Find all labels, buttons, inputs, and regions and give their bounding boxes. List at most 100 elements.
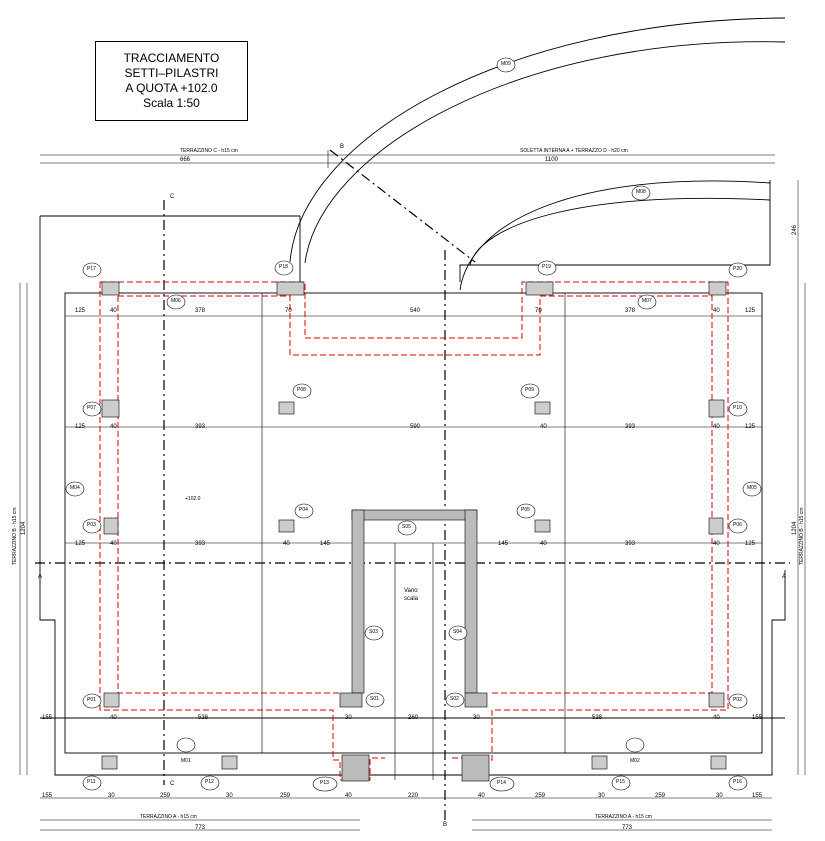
tag-m01: M01 xyxy=(181,758,191,764)
svg-text:259: 259 xyxy=(535,793,546,799)
top-label-right: SOLETTA INTERNA A + TERRAZZO D - h20 cm xyxy=(520,148,628,154)
tag-s01: S01 xyxy=(370,696,379,702)
top-dim-left: 666 xyxy=(180,157,191,163)
pillars xyxy=(101,281,727,770)
terrace-outline xyxy=(39,180,786,776)
svg-text:40: 40 xyxy=(713,424,720,430)
svg-text:590: 590 xyxy=(410,424,421,430)
section-mark-a-right: A xyxy=(782,574,786,580)
svg-text:259: 259 xyxy=(655,793,666,799)
tag-m07: M07 xyxy=(642,298,652,304)
svg-text:30: 30 xyxy=(226,793,233,799)
tag-p08: P08 xyxy=(297,387,306,393)
tag-p20: P20 xyxy=(733,266,742,272)
svg-text:40: 40 xyxy=(283,541,290,547)
bottom-dim-right: 773 xyxy=(622,825,633,831)
stair-core xyxy=(339,509,490,782)
stair-label-1: Vano xyxy=(404,588,418,594)
pillar-p08-shape xyxy=(278,401,295,415)
pillar-p04-shape xyxy=(278,519,295,533)
tag-p12: P12 xyxy=(205,779,214,785)
section-axes xyxy=(35,149,790,820)
tag-p10: P10 xyxy=(733,405,742,411)
svg-text:393: 393 xyxy=(195,541,206,547)
svg-text:70: 70 xyxy=(535,308,542,314)
svg-text:30: 30 xyxy=(716,793,723,799)
tag-p04: P04 xyxy=(299,507,308,513)
top-dimension xyxy=(40,150,775,168)
svg-text:155: 155 xyxy=(42,715,53,721)
pillar-p11-shape xyxy=(101,755,118,770)
svg-text:125: 125 xyxy=(745,308,756,314)
side-label-right: TERRAZZINO B - h15 cm xyxy=(799,507,805,565)
tag-p19: P19 xyxy=(542,264,551,270)
bottom-label-right: TERRAZZINO A - h15 cm xyxy=(595,814,652,820)
pillar-p02-shape xyxy=(708,692,725,708)
pillar-tags xyxy=(65,57,762,792)
pillar-p10-shape xyxy=(708,399,725,418)
pillar-p20-shape xyxy=(708,281,727,296)
svg-text:40: 40 xyxy=(713,308,720,314)
svg-text:125: 125 xyxy=(75,424,86,430)
section-mark-c-top: C xyxy=(170,194,175,200)
pillar-p18-shape xyxy=(276,281,305,296)
svg-text:125: 125 xyxy=(745,541,756,547)
svg-text:40: 40 xyxy=(110,308,117,314)
tag-p03: P03 xyxy=(87,522,96,528)
section-mark-b-bottom: B xyxy=(443,822,447,828)
tag-m08: M08 xyxy=(636,189,646,195)
svg-text:30: 30 xyxy=(345,715,352,721)
side-dim-right-top: 246 xyxy=(792,224,798,235)
stair-label-2: scala xyxy=(404,596,419,602)
pillar-p12-shape xyxy=(221,755,238,770)
svg-text:393: 393 xyxy=(195,424,206,430)
svg-text:155: 155 xyxy=(752,715,763,721)
svg-text:125: 125 xyxy=(75,308,86,314)
svg-text:40: 40 xyxy=(345,793,352,799)
svg-text:155: 155 xyxy=(752,793,763,799)
tag-m02: M02 xyxy=(630,758,640,764)
tag-p15: P15 xyxy=(616,779,625,785)
svg-text:259: 259 xyxy=(160,793,171,799)
title-line-1: TRACCIAMENTO xyxy=(123,51,220,65)
dim-row-4: 155 40 538 30 260 30 538 40 155 xyxy=(42,715,763,721)
bottom-label-left: TERRAZZINO A - h15 cm xyxy=(140,814,197,820)
tag-s02: S02 xyxy=(450,696,459,702)
svg-text:40: 40 xyxy=(713,715,720,721)
dim-row-3: 125 40 393 40 145 145 40 393 40 125 xyxy=(75,541,756,547)
pillar-p03-shape xyxy=(103,517,119,535)
pillar-p17-shape xyxy=(101,281,120,296)
tag-p07: P07 xyxy=(87,405,96,411)
pillar-p01-shape xyxy=(103,692,120,708)
svg-text:145: 145 xyxy=(498,541,509,547)
pillar-p05-shape xyxy=(534,519,551,533)
level-label: +102.0 xyxy=(185,496,201,502)
pillar-p16-shape xyxy=(710,755,727,770)
tag-p13: P13 xyxy=(320,780,329,786)
svg-text:540: 540 xyxy=(410,308,421,314)
tag-p05: P05 xyxy=(521,507,530,513)
svg-text:220: 220 xyxy=(408,793,419,799)
side-dim-right: 1204 xyxy=(792,521,798,535)
tag-p02: P02 xyxy=(733,697,742,703)
section-mark-b-top: B xyxy=(340,144,344,150)
curved-balcony xyxy=(289,17,786,291)
svg-text:30: 30 xyxy=(473,715,480,721)
side-label-left: TERRAZZINO B - h15 cm xyxy=(12,507,18,565)
svg-text:40: 40 xyxy=(110,424,117,430)
svg-text:40: 40 xyxy=(540,424,547,430)
svg-text:260: 260 xyxy=(408,715,419,721)
dim-row-5-text: 155 30 259 30 259 40 220 40 259 30 259 3… xyxy=(42,793,763,799)
bottom-dim-lines xyxy=(40,819,772,831)
tag-s04: S04 xyxy=(453,629,462,635)
section-mark-a-left: A xyxy=(38,574,42,580)
side-dim-lines xyxy=(19,180,806,775)
tag-m04: M04 xyxy=(70,485,80,491)
svg-text:40: 40 xyxy=(110,541,117,547)
tag-p01: P01 xyxy=(87,697,96,703)
svg-text:259: 259 xyxy=(280,793,291,799)
top-label-left: TERRAZZINO C - h15 cm xyxy=(180,148,238,154)
svg-text:378: 378 xyxy=(195,308,206,314)
pillar-p07-shape xyxy=(101,399,120,418)
